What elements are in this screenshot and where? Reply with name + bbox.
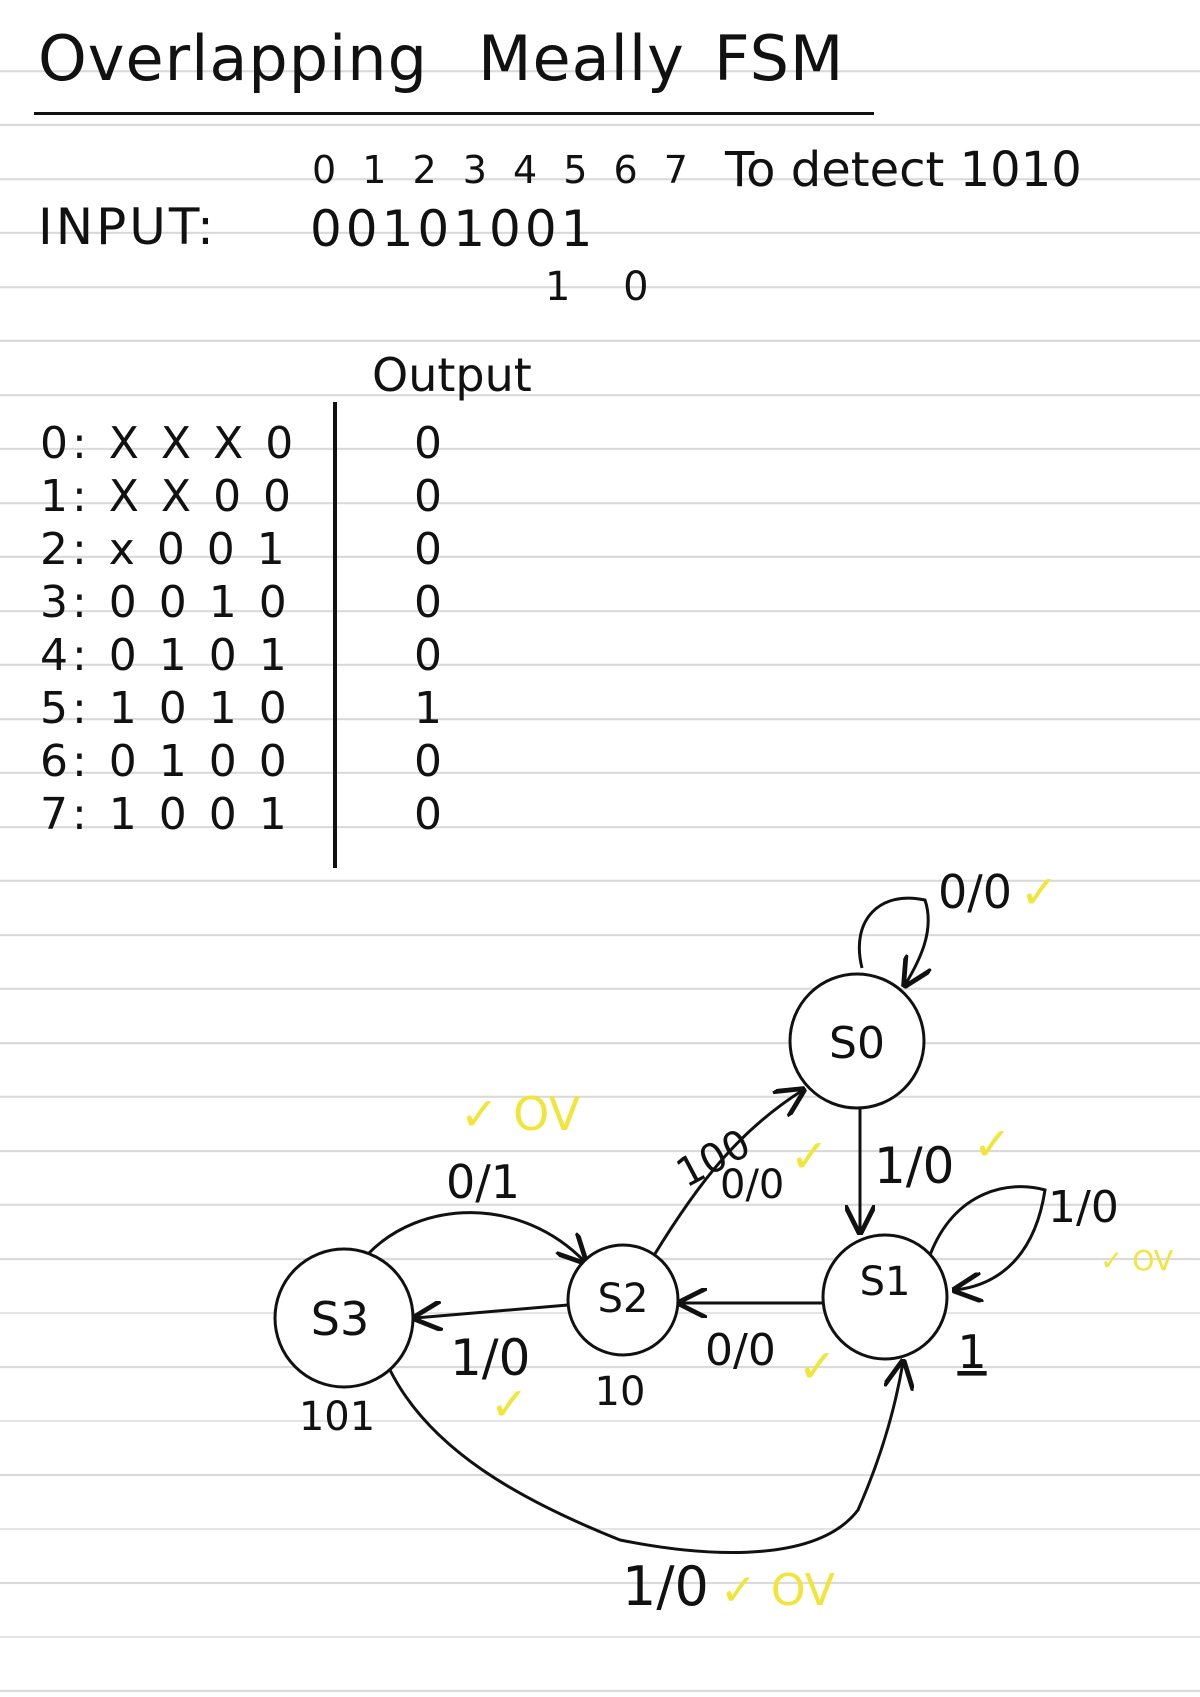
table-row-output: 0	[414, 736, 442, 787]
table-row-output: 1	[414, 683, 442, 734]
edge-s3-s1	[388, 1362, 903, 1554]
state-s1-code: 1	[957, 1325, 986, 1379]
transition-label-s2-s3: 1/0	[450, 1329, 530, 1387]
state-s3-circle	[273, 1247, 415, 1389]
table-row-output: 0	[414, 630, 442, 681]
transition-marks-s0-self: ✓	[1020, 865, 1059, 919]
table-row-output: 0	[414, 577, 442, 628]
table-row-label: 7: 1 0 0 1	[40, 789, 291, 840]
transition-marks-s2-s0: ✓	[790, 1129, 829, 1183]
output-heading: Output	[372, 348, 532, 402]
table-row-label: 2: x 0 0 1	[40, 524, 289, 575]
input-indices: 0 1 2 3 4 5 6 7	[312, 148, 695, 192]
table-row-label: 1: X X 0 0	[40, 471, 296, 522]
transition-label-s0-self: 0/0	[938, 865, 1012, 919]
edge-s1-self	[928, 1185, 1047, 1290]
edge-s0-self	[857, 896, 928, 985]
table-divider	[333, 402, 337, 868]
state-s3-label: S3	[311, 1292, 369, 1346]
table-row-label: 5: 1 0 1 0	[40, 683, 291, 734]
edge-s2-s3	[415, 1305, 569, 1318]
transition-marks-s0-s1: ✓	[973, 1117, 1012, 1171]
state-s2-label: S2	[598, 1276, 649, 1322]
transition-label-s2-s0: 0/0	[720, 1162, 784, 1208]
input-extra-bits: 1 0	[545, 264, 669, 310]
table-row-label: 6: 0 1 0 0	[40, 736, 291, 787]
transition-marks-s3-s1: ✓ OV	[720, 1565, 835, 1616]
title-underline	[34, 112, 874, 115]
table-row-label: 0: X X X 0	[40, 418, 298, 469]
transition-label-s3-s2: 0/1	[446, 1155, 520, 1209]
edge-s3-s2	[366, 1211, 585, 1262]
state-s1-label: S1	[860, 1259, 911, 1305]
transition-marks-s1-self: ✓ OV	[1100, 1244, 1173, 1277]
state-s2-code: 10	[595, 1369, 646, 1415]
transition-marks-s3-s2: ✓ OV	[460, 1087, 581, 1141]
title-word-fsm: FSM	[714, 22, 845, 95]
transition-label-s0-s1: 1/0	[874, 1137, 954, 1195]
title-word-meally: Meally	[478, 22, 685, 95]
state-s3-code: 101	[299, 1394, 375, 1440]
input-label: INPUT:	[38, 198, 217, 256]
transition-label-s1-self: 1/0	[1048, 1182, 1119, 1233]
table-row-label: 3: 0 0 1 0	[40, 577, 291, 628]
input-bits: 00101001	[310, 200, 597, 258]
transition-marks-s1-s2: ✓	[798, 1339, 837, 1393]
edge-s2-s0	[651, 1090, 803, 1258]
table-row-output: 0	[414, 789, 442, 840]
state-s2-circle	[566, 1243, 680, 1357]
table-row-output: 0	[414, 418, 442, 469]
state-s1-circle	[821, 1233, 949, 1361]
transition-label-s1-s2: 0/0	[705, 1325, 776, 1376]
state-s0-circle	[788, 972, 926, 1110]
table-row-output: 0	[414, 471, 442, 522]
detect-note: To detect 1010	[725, 142, 1082, 198]
title-word-overlapping: Overlapping	[38, 22, 428, 95]
table-row-output: 0	[414, 524, 442, 575]
table-row-label: 4: 0 1 0 1	[40, 630, 291, 681]
transition-label-s3-s1: 1/0	[622, 1555, 709, 1618]
transition-marks-s2-s3: ✓	[490, 1377, 529, 1431]
state-s0-label: S0	[829, 1018, 885, 1069]
